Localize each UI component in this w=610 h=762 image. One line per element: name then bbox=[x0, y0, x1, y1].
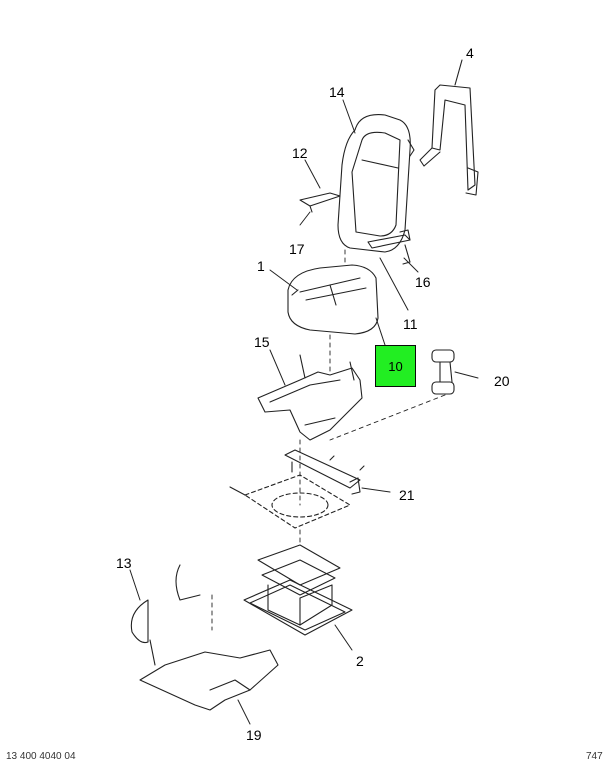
callout-14: 14 bbox=[329, 84, 345, 100]
armrest-right-part bbox=[367, 229, 411, 265]
callout-13: 13 bbox=[116, 555, 132, 571]
callout-4: 4 bbox=[466, 45, 474, 61]
callout-10-highlight[interactable]: 10 bbox=[375, 345, 416, 387]
callout-21: 21 bbox=[399, 487, 415, 503]
callout-17: 17 bbox=[289, 241, 305, 257]
leader-lines bbox=[129, 99, 479, 725]
seat-back-part bbox=[337, 114, 415, 253]
shock-absorber-part bbox=[431, 349, 455, 395]
callout-2: 2 bbox=[356, 653, 364, 669]
drawing-number: 13 400 4040 04 bbox=[6, 751, 76, 762]
callout-12: 12 bbox=[292, 145, 308, 161]
armrest-left-part bbox=[299, 192, 341, 213]
seat-frame-part bbox=[257, 354, 363, 441]
sheet-code: 747 bbox=[586, 751, 603, 762]
seat-cushion-part bbox=[287, 264, 379, 335]
slide-rail-part bbox=[284, 449, 365, 495]
callout-11: 11 bbox=[403, 316, 418, 332]
suspension-base-part bbox=[243, 544, 353, 636]
callout-16: 16 bbox=[415, 274, 431, 290]
cover-panel-part bbox=[130, 564, 201, 644]
harness-part bbox=[139, 639, 279, 711]
callout-20: 20 bbox=[494, 373, 510, 389]
back-frame-part bbox=[419, 59, 479, 196]
callout-15: 15 bbox=[254, 334, 270, 350]
callout-1: 1 bbox=[257, 258, 265, 274]
callout-19: 19 bbox=[246, 727, 262, 743]
mount-plate-part bbox=[244, 474, 351, 529]
assembly-connectors bbox=[211, 249, 446, 631]
